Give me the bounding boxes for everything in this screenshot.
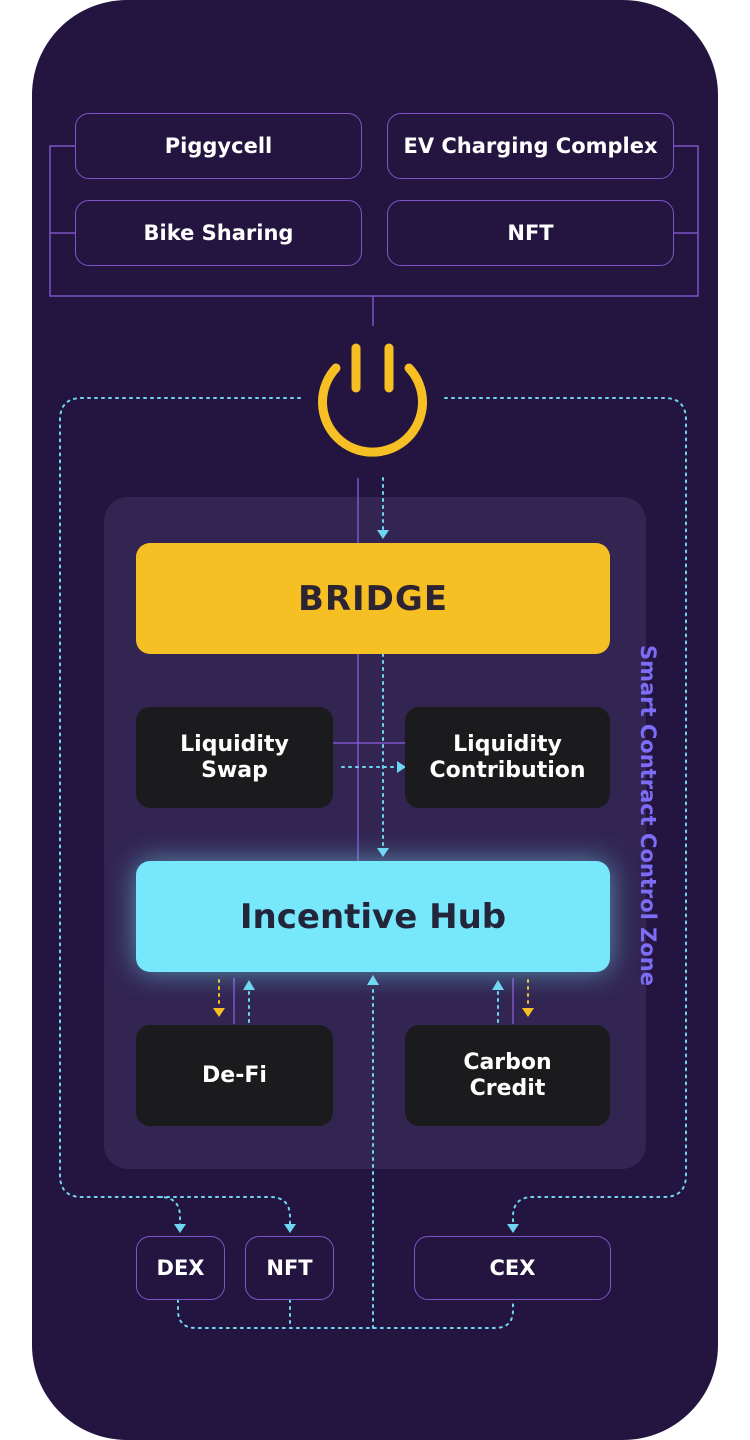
source-piggycell: Piggycell — [75, 113, 362, 179]
source-ev-charging-complex: EV Charging Complex — [387, 113, 674, 179]
liquidity-contribution-box: Liquidity Contribution — [405, 707, 610, 808]
defi-box: De-Fi — [136, 1025, 333, 1126]
carbon-credit-box: Carbon Credit — [405, 1025, 610, 1126]
incentive-hub-box: Incentive Hub — [136, 861, 610, 972]
bridge-box: BRIDGE — [136, 543, 610, 654]
source-bike-sharing: Bike Sharing — [75, 200, 362, 266]
exchange-nft: NFT — [245, 1236, 334, 1300]
liquidity-swap-box: Liquidity Swap — [136, 707, 333, 808]
exchange-cex: CEX — [414, 1236, 611, 1300]
exchange-dex: DEX — [136, 1236, 225, 1300]
source-nft: NFT — [387, 200, 674, 266]
power-icon — [318, 343, 427, 457]
zone-label: Smart Contract Control Zone — [636, 645, 660, 987]
